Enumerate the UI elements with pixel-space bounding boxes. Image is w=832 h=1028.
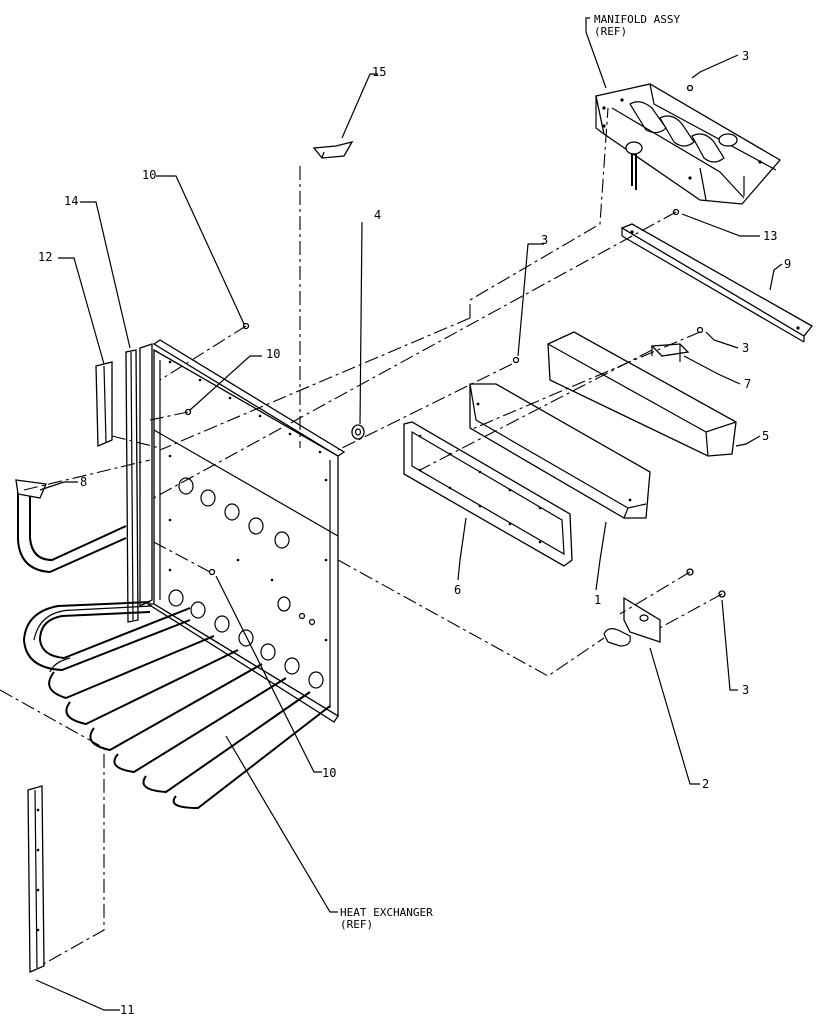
callout-3-bottom: 3 [742,683,749,697]
callout-12: 12 [38,250,52,264]
callout-11: 11 [120,1003,134,1017]
manifold-label-line2: (REF) [594,25,627,38]
heat-exchanger-panel [139,339,346,723]
screws [184,84,704,576]
heat-exchanger-tubes [15,479,331,810]
callout-1: 1 [594,593,601,607]
part-9-bar [620,223,813,343]
part-12-bracket [95,361,113,447]
callout-3-mid: 3 [541,233,548,247]
callout-5: 5 [762,429,769,443]
manifold-ref-label: MANIFOLD ASSY (REF) [585,13,680,89]
heat-exchanger-ref-label: HEAT EXCHANGER (REF) [340,906,433,931]
callout-10-bottom: 10 [322,766,336,780]
part-6-gasket [403,421,573,567]
callout-3-right: 3 [742,341,749,355]
part-1-tray [469,383,651,519]
callout-9: 9 [784,257,791,271]
part-15-clip [312,140,354,159]
callout-13: 13 [763,229,777,243]
manifold-label-line1: MANIFOLD ASSY [594,13,680,26]
callout-10-top: 10 [142,168,156,182]
part-14-strip [125,349,139,623]
part-4-fitting [351,424,365,440]
callout-4: 4 [374,208,381,222]
callout-8: 8 [80,475,87,489]
callout-6: 6 [454,583,461,597]
part-11-bracket [27,785,45,973]
heat-exchanger-label-line2: (REF) [340,918,373,931]
alignment-lines [0,107,723,967]
manifold-assembly [595,83,782,205]
callout-14: 14 [64,194,78,208]
part-7-bracket [650,343,690,362]
callout-numbers: 3 13 9 3 7 5 3 15 4 10 10 14 12 8 6 1 10… [38,49,791,1017]
callout-3-top: 3 [742,49,749,63]
callout-15: 15 [372,65,386,79]
callout-7: 7 [744,377,751,391]
heat-exchanger-label-line1: HEAT EXCHANGER [340,906,433,919]
callout-2: 2 [702,777,709,791]
part-2-bracket [603,568,726,647]
callout-10-mid: 10 [266,347,280,361]
part-5-box [547,331,737,457]
leader-lines [35,54,783,1011]
